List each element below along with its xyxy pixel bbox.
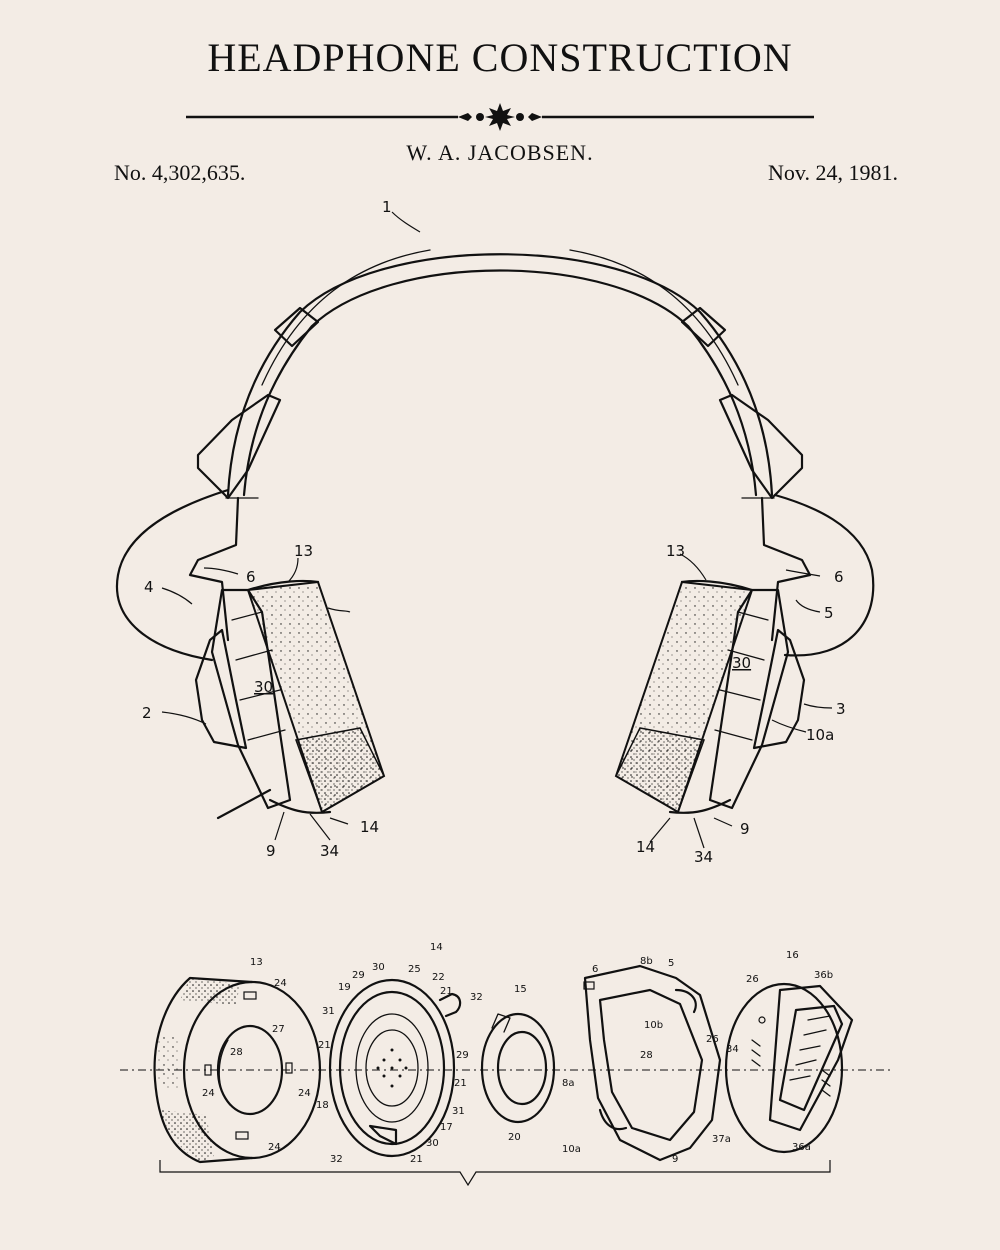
label-frame-8b: 8b	[640, 956, 653, 967]
label-left-base: 34	[320, 842, 339, 860]
label-pad-b: 24	[202, 1088, 215, 1099]
label-32b: 32	[330, 1154, 343, 1165]
label-30b: 30	[426, 1138, 439, 1149]
inventor-name: W. A. JACOBSEN.	[406, 140, 594, 165]
label-31b: 31	[452, 1106, 465, 1117]
label-30a: 30	[372, 962, 385, 973]
label-21b: 21	[318, 1040, 331, 1051]
label-right-clip: 6	[834, 568, 844, 586]
label-18: 18	[316, 1100, 329, 1111]
label-face: 27	[272, 1024, 285, 1035]
label-frame: 5	[668, 958, 674, 969]
title-divider-ornament	[186, 103, 814, 131]
label-cushion: 13	[250, 957, 263, 968]
label-back-36a: 36a	[792, 1142, 811, 1153]
label-left-cord: 9	[266, 842, 276, 860]
label-headband: 1	[382, 198, 392, 216]
label-left-cup: 2	[142, 704, 152, 722]
label-frame-26: 26	[706, 1034, 719, 1045]
label-assembly: 14	[430, 942, 443, 953]
label-hole: 28	[230, 1047, 243, 1058]
label-21a: 21	[440, 986, 453, 997]
label-pad-c: 24	[298, 1088, 311, 1099]
label-pad-d: 24	[268, 1142, 281, 1153]
exploded-cushion	[153, 976, 322, 1164]
label-right-cord: 9	[740, 820, 750, 838]
label-frame-9: 9	[672, 1154, 678, 1165]
label-right-cushion: 13	[666, 542, 685, 560]
figure-1-leaders	[161, 211, 833, 849]
label-left-ring: 14	[360, 818, 379, 836]
label-back-36b: 36b	[814, 970, 833, 981]
label-frame-6: 6	[592, 964, 598, 975]
right-earcup	[614, 496, 812, 814]
label-back-26: 26	[746, 974, 759, 985]
label-22: 22	[432, 972, 445, 983]
label-17: 17	[440, 1122, 453, 1133]
label-right-wire: 5	[824, 604, 834, 622]
label-frame-10b: 10b	[644, 1020, 663, 1031]
figure-2-exploded-view: 13 24 24 24 24 27 28 14 19 29 30 25 22 2…	[120, 942, 890, 1187]
label-left-cushion: 13	[294, 542, 313, 560]
label-right-base: 34	[694, 848, 713, 866]
exploded-frame	[583, 964, 722, 1162]
label-pad-a: 24	[274, 978, 287, 989]
label-31a: 31	[322, 1006, 335, 1017]
label-driver-ring: 20	[508, 1132, 521, 1143]
label-driver: 15	[514, 984, 527, 995]
label-frame-28: 28	[640, 1050, 653, 1061]
label-25: 25	[408, 964, 421, 975]
patent-number: No. 4,302,635.	[114, 160, 246, 185]
label-frame-8a: 8a	[562, 1078, 575, 1089]
label-29b: 29	[456, 1050, 469, 1061]
page-title: HEADPHONE CONSTRUCTION	[207, 35, 793, 80]
exploded-driver	[480, 1012, 556, 1124]
label-back-37a: 37a	[712, 1134, 731, 1145]
label-left-wire: 4	[144, 578, 154, 596]
label-right-housing: 30	[732, 654, 751, 672]
headband	[196, 249, 804, 500]
left-cable	[115, 488, 230, 662]
label-32a: 32	[470, 992, 483, 1003]
label-frame-34: 34	[726, 1044, 739, 1055]
label-right-ring: 14	[636, 838, 655, 856]
exploded-housing	[328, 978, 462, 1158]
left-earcup	[188, 496, 386, 814]
label-21c: 21	[454, 1078, 467, 1089]
exploded-back-cover	[724, 982, 854, 1154]
patent-date: Nov. 24, 1981.	[768, 160, 898, 185]
label-frame-10a: 10a	[562, 1144, 581, 1155]
figure-1-headphones: 1 2 3 4 5 6 6 13 13 30 30 14 14 9 9 34 3…	[115, 198, 875, 866]
assembly-bracket	[159, 1160, 831, 1187]
label-21d: 21	[410, 1154, 423, 1165]
label-back: 16	[786, 950, 799, 961]
label-right-cup: 3	[836, 700, 846, 718]
label-19: 19	[338, 982, 351, 993]
right-cable	[773, 493, 875, 657]
label-right-bracket: 10a	[806, 726, 834, 744]
label-29a: 29	[352, 970, 365, 981]
label-left-clip: 6	[246, 568, 256, 586]
label-left-housing: 30	[254, 678, 273, 696]
